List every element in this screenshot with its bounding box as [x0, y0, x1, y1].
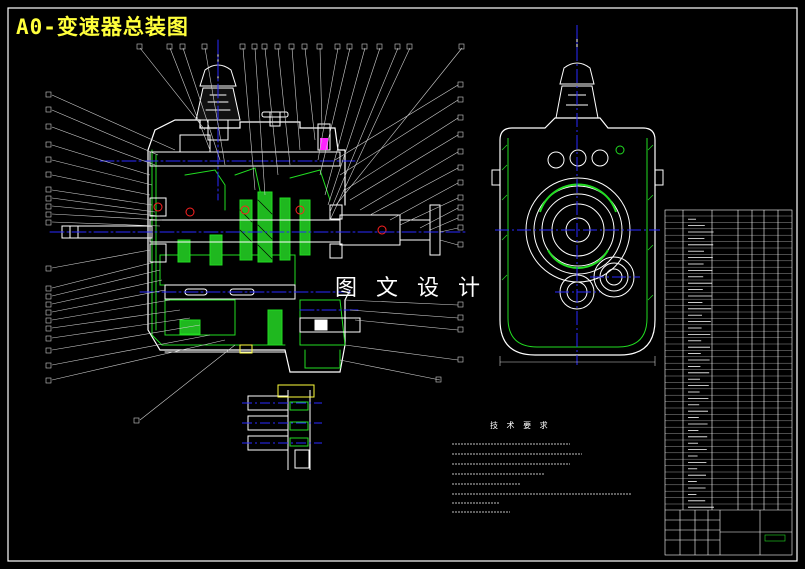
- gear-hatch-lines: [239, 199, 273, 260]
- gear-blocks: [177, 191, 311, 346]
- watermark-text: 图 文 设 计: [335, 276, 486, 301]
- shift-rail: [149, 111, 341, 167]
- detail-view: [242, 384, 322, 470]
- drawing-title: A0-变速器总装图: [16, 15, 189, 39]
- tech-requirements-lines: [452, 443, 632, 513]
- parts-list-table: [664, 209, 793, 556]
- outer-frame: [7, 7, 798, 562]
- side-section-view: [491, 25, 664, 366]
- oil-pan: [164, 344, 286, 354]
- main-section-view: [49, 39, 466, 373]
- tech-requirements-title: 技 术 要 求: [490, 421, 551, 430]
- callout-number-boxes: [45, 43, 465, 424]
- fork-accent: [320, 138, 328, 150]
- callout-leaders: [51, 47, 463, 421]
- housing-outline: [147, 129, 351, 373]
